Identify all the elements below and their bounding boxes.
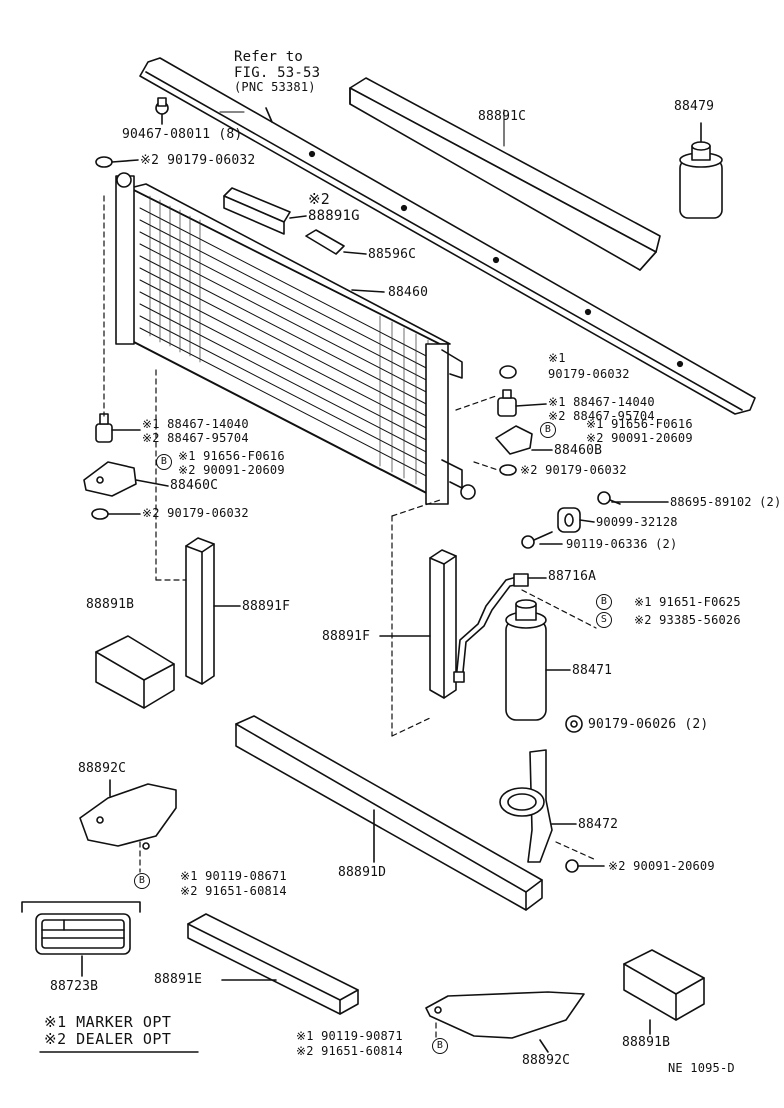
receiver-88471 bbox=[505, 599, 571, 721]
part-88471: 88471 bbox=[572, 663, 613, 678]
part-l-88467-a: ※1 88467-14040 bbox=[142, 417, 249, 431]
part-88716a: 88716A bbox=[548, 569, 597, 584]
seal-88596c bbox=[305, 229, 367, 255]
part-88891e: 88891E bbox=[154, 972, 203, 987]
label-88723b bbox=[21, 901, 141, 977]
cushion-90099 bbox=[557, 507, 595, 533]
circle-b-bottom-mid: B bbox=[432, 1038, 448, 1054]
part-90467: 90467-08011 (8) bbox=[122, 127, 243, 142]
circle-b-receiver: B bbox=[596, 594, 612, 610]
cushion-90179-top bbox=[95, 156, 139, 168]
condenser-88460 bbox=[115, 172, 476, 505]
bracket-88460c bbox=[83, 461, 169, 497]
part-88891d: 88891D bbox=[338, 865, 387, 880]
bolt-88695 bbox=[597, 491, 669, 505]
part-88891b-right: 88891B bbox=[622, 1035, 671, 1050]
part-r-88467-b: ※2 88467-95704 bbox=[548, 409, 655, 423]
bracket-88892c-left bbox=[79, 779, 177, 850]
part-88596c: 88596C bbox=[368, 247, 417, 262]
part-r-90091: ※2 90091-20609 bbox=[586, 431, 693, 445]
cushion-left bbox=[91, 508, 141, 520]
sponge-88891g bbox=[223, 187, 307, 235]
part-88460c: 88460C bbox=[170, 478, 219, 493]
part-88460b: 88460B bbox=[554, 443, 603, 458]
sponge-88891d bbox=[235, 715, 543, 911]
bracket-88472 bbox=[499, 749, 577, 863]
sponge-88891f-right bbox=[379, 549, 457, 699]
part-88891b-left: 88891B bbox=[86, 597, 135, 612]
marker-opt-note: ※1 MARKER OPT bbox=[44, 1013, 172, 1031]
part-88723b: 88723B bbox=[50, 979, 99, 994]
part-88891c: 88891C bbox=[478, 109, 527, 124]
part-88892c-left: 88892C bbox=[78, 761, 127, 776]
part-88891f-right: 88891F bbox=[322, 629, 371, 644]
part-l-90091: ※2 90091-20609 bbox=[178, 463, 285, 477]
figure-code: NE 1095-D bbox=[668, 1061, 735, 1075]
pipe-88716a bbox=[453, 573, 547, 683]
part-88479: 88479 bbox=[674, 99, 715, 114]
part-90119-06336: 90119-06336 (2) bbox=[566, 537, 678, 551]
bolt-90119-06336 bbox=[521, 531, 563, 549]
refer-line3: (PNC 53381) bbox=[234, 80, 316, 94]
part-90179-06026: 90179-06026 (2) bbox=[588, 717, 709, 732]
part-r-88467-a: ※1 88467-14040 bbox=[548, 395, 655, 409]
part-r-90179b: ※2 90179-06032 bbox=[520, 463, 627, 477]
leader-lines bbox=[219, 109, 505, 147]
circle-b-bottom-left: B bbox=[134, 873, 150, 889]
bracket-88892c-right bbox=[425, 991, 585, 1053]
dealer-opt-note: ※2 DEALER OPT bbox=[44, 1030, 172, 1048]
cushion-90179-06026 bbox=[565, 715, 583, 733]
part-l-91656: ※1 91656-F0616 bbox=[178, 449, 285, 463]
part-88695: 88695-89102 (2) bbox=[670, 495, 782, 509]
sponge-88891f-left bbox=[185, 537, 241, 685]
part-88472: 88472 bbox=[578, 817, 619, 832]
circle-s-receiver: S bbox=[596, 612, 612, 628]
insulator-left bbox=[95, 413, 141, 443]
sponge-88891b-left bbox=[95, 635, 175, 709]
bracket-88460b bbox=[495, 425, 553, 455]
part-l-88467-b: ※2 88467-95704 bbox=[142, 431, 249, 445]
part-88892c-right: 88892C bbox=[522, 1053, 571, 1068]
part-bm-91651: ※2 91651-60814 bbox=[296, 1044, 403, 1058]
bolt-90467 bbox=[155, 97, 169, 125]
cushion-right-bottom bbox=[499, 464, 517, 476]
part-l-90179: ※2 90179-06032 bbox=[142, 506, 249, 520]
part-r-90179: 90179-06032 bbox=[548, 367, 630, 381]
receiver-88479 bbox=[679, 122, 723, 219]
part-90099: 90099-32128 bbox=[596, 515, 678, 529]
part-bl-90119: ※1 90119-08671 bbox=[180, 869, 287, 883]
circle-b-left: B bbox=[156, 454, 172, 470]
support-rail bbox=[139, 57, 756, 415]
cushion-right-top bbox=[499, 365, 517, 379]
part-bl-91651: ※2 91651-60814 bbox=[180, 884, 287, 898]
part-91651: ※1 91651-F0625 bbox=[634, 595, 741, 609]
dashed-leaders bbox=[103, 195, 597, 1041]
sponge-88891b-right bbox=[623, 949, 705, 1035]
part-r-91656: ※1 91656-F0616 bbox=[586, 417, 693, 431]
part-88891f-left: 88891F bbox=[242, 599, 291, 614]
part-br-90091: ※2 90091-20609 bbox=[608, 859, 715, 873]
part-88891g-mark: ※2 bbox=[308, 190, 330, 208]
circle-b-right: B bbox=[540, 422, 556, 438]
refer-line2: FIG. 53-53 bbox=[234, 65, 321, 81]
sponge-88891c bbox=[349, 77, 661, 271]
insulator-right bbox=[497, 389, 547, 417]
sponge-88891e bbox=[187, 913, 359, 1015]
part-90179-top: ※2 90179-06032 bbox=[140, 153, 256, 168]
bolt-90091-br bbox=[565, 859, 605, 873]
part-bm-90119: ※1 90119-90871 bbox=[296, 1029, 403, 1043]
part-88460: 88460 bbox=[388, 285, 429, 300]
part-88891g: 88891G bbox=[308, 208, 360, 224]
part-r-mark1: ※1 bbox=[548, 351, 566, 365]
refer-line1: Refer to bbox=[234, 49, 304, 65]
part-93385: ※2 93385-56026 bbox=[634, 613, 741, 627]
